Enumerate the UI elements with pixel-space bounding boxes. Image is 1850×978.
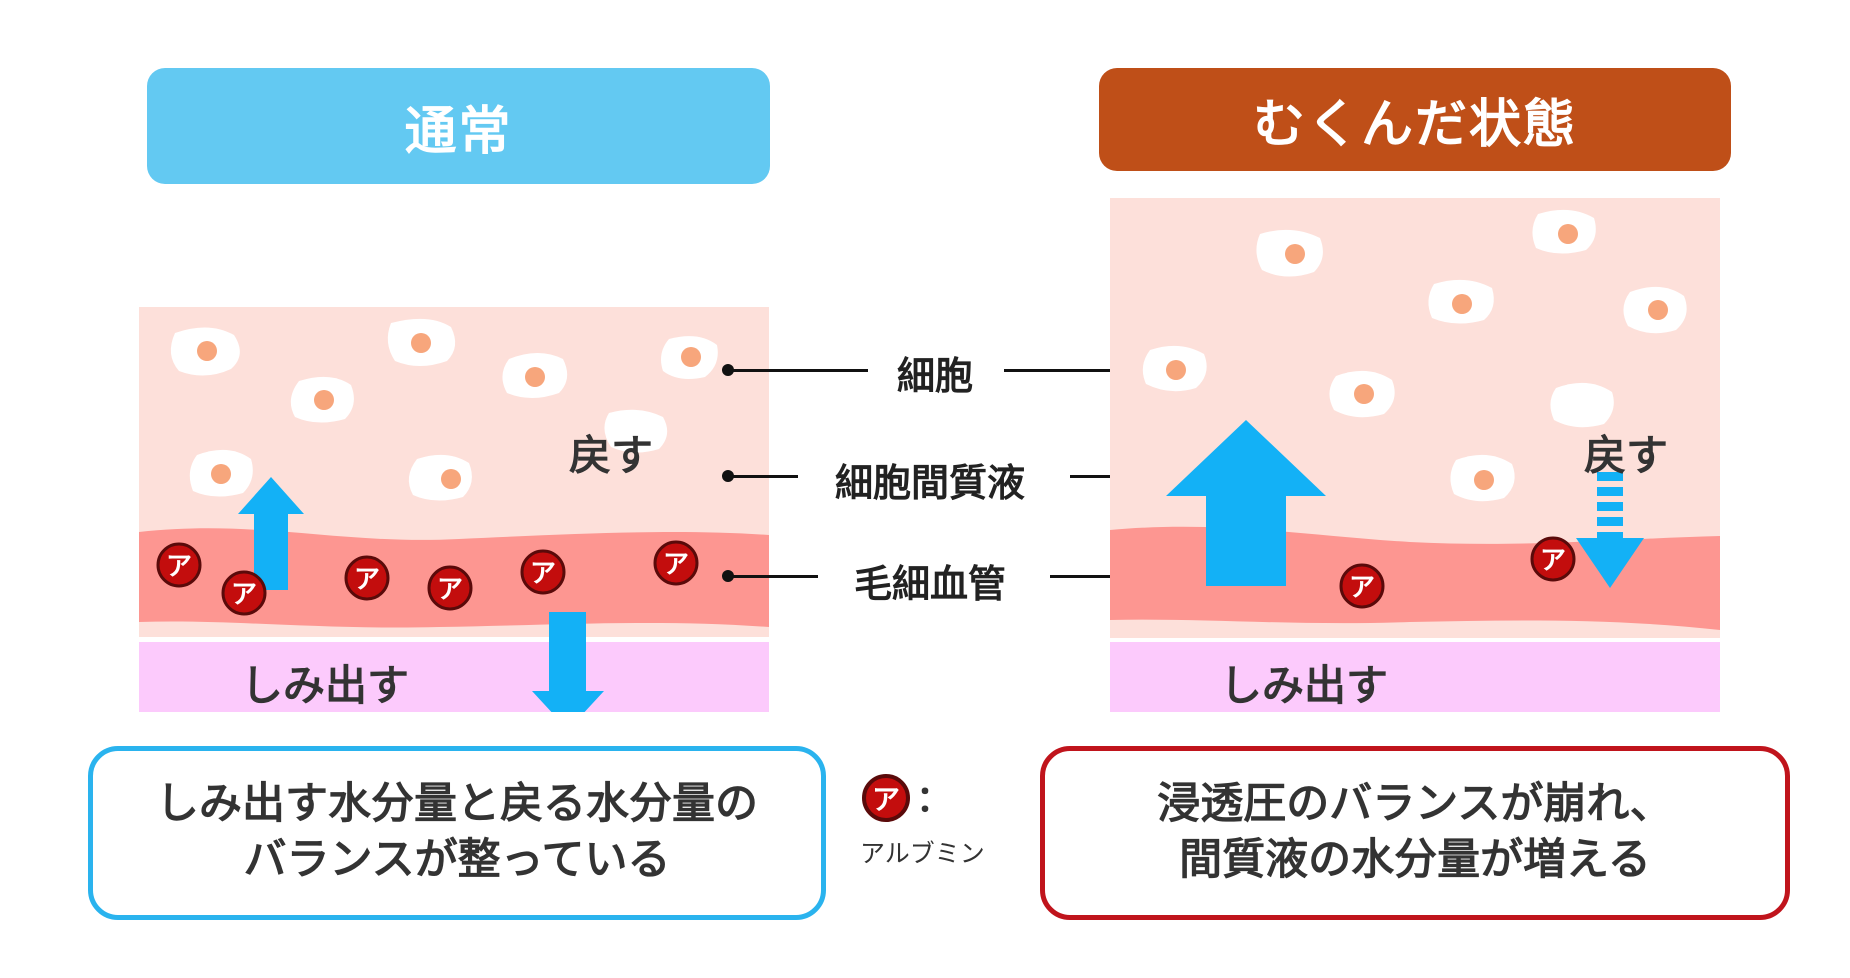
cell [408,454,472,501]
connector-line [728,475,798,478]
albumin-icon: ア [427,565,473,611]
connector-line [728,369,868,372]
seep-zone [139,642,769,712]
cell [1532,209,1596,254]
cell-nucleus [314,390,334,410]
label-capillary: 毛細血管 [853,562,1006,606]
normal-description-line: バランスが整っている [243,835,671,885]
connector-line [1070,475,1144,478]
cell [1623,286,1687,334]
seep-zone [1110,642,1720,712]
cell [661,336,718,379]
svg-text:ア: ア [530,559,556,589]
legend-colon: ： [916,779,953,820]
swollen-tissue-illustration: ア ア [1110,198,1720,712]
albumin-icon: ア [221,570,267,616]
connector-line [1050,575,1144,578]
cell [387,318,456,366]
seep-up-arrow [238,477,304,590]
cell-nucleus [441,469,461,489]
cell-nucleus [1452,294,1472,314]
cell-nucleus [1474,470,1494,490]
connector-line [728,575,818,578]
cell [1450,454,1515,502]
cell-nucleus [211,464,231,484]
swollen-description-box: 浸透圧のバランスが崩れ、 間質液の水分量が増える [1040,746,1790,920]
cell-nucleus [525,367,545,387]
legend-albumin-icon: ア [862,774,910,822]
cell [170,327,240,376]
albumin-icon: ア [520,549,566,595]
albumin-icon: ア [344,555,390,601]
seep-up-large-arrow [1166,420,1326,586]
svg-text:ア: ア [663,550,689,580]
normal-title: 通常 [147,68,770,184]
cell [1550,382,1614,428]
cell-nucleus [1354,384,1374,404]
swollen-description-line: 浸透圧のバランスが崩れ、 [1157,779,1673,830]
cell-nucleus [1166,360,1186,380]
cell [1142,345,1207,392]
cell-nucleus [1558,224,1578,244]
cell-nucleus [681,347,701,367]
cell-nucleus [411,333,431,353]
swollen-description-line: 間質液の水分量が増える [1179,835,1651,885]
cell [189,449,253,497]
albumin-icon: ア [1530,536,1576,582]
svg-text:ア: ア [166,552,192,582]
normal-description-box: しみ出す水分量と戻る水分量の バランスが整っている [88,746,826,920]
legend-albumin-label: アルブミン [860,839,985,868]
return-down-arrow [532,612,604,712]
svg-text:ア: ア [231,580,257,610]
cell-nucleus [1648,300,1668,320]
albumin-icon: ア [1339,563,1385,609]
svg-text:ア: ア [1349,573,1375,603]
label-interstitial-fluid: 細胞間質液 [834,461,1025,505]
label-cell: 細胞 [896,354,973,398]
swollen-title-text: むくんだ状態 [1252,95,1577,155]
swollen-title: むくんだ状態 [1099,68,1731,171]
cell-nucleus [197,341,217,361]
svg-text:ア: ア [1540,546,1566,576]
normal-seep-label: しみ出す [241,661,410,710]
cell [604,409,668,453]
swollen-return-label: 戻す [1584,431,1669,480]
cell [290,376,354,423]
albumin-icon: ア [156,542,202,588]
connector-line [1004,369,1144,372]
cell [502,353,568,398]
normal-title-text: 通常 [404,101,513,162]
cell [1428,279,1494,324]
normal-tissue-panel: ア ア ア ア ア ア 戻す しみ出す [139,307,769,712]
swollen-seep-label: しみ出す [1220,661,1389,710]
albumin-icon: ア [653,540,699,586]
svg-text:ア: ア [354,565,380,595]
cell-nucleus [1285,244,1305,264]
normal-return-label: 戻す [569,431,654,480]
normal-tissue-illustration: ア ア ア ア ア ア [139,307,769,712]
svg-text:ア: ア [437,575,463,605]
cell [1256,229,1323,277]
swollen-tissue-panel: ア ア 戻す しみ出す [1110,198,1720,712]
return-dashed-arrow [1576,472,1644,588]
normal-description-line: しみ出す水分量と戻る水分量の [156,779,758,830]
cell [1329,370,1395,418]
